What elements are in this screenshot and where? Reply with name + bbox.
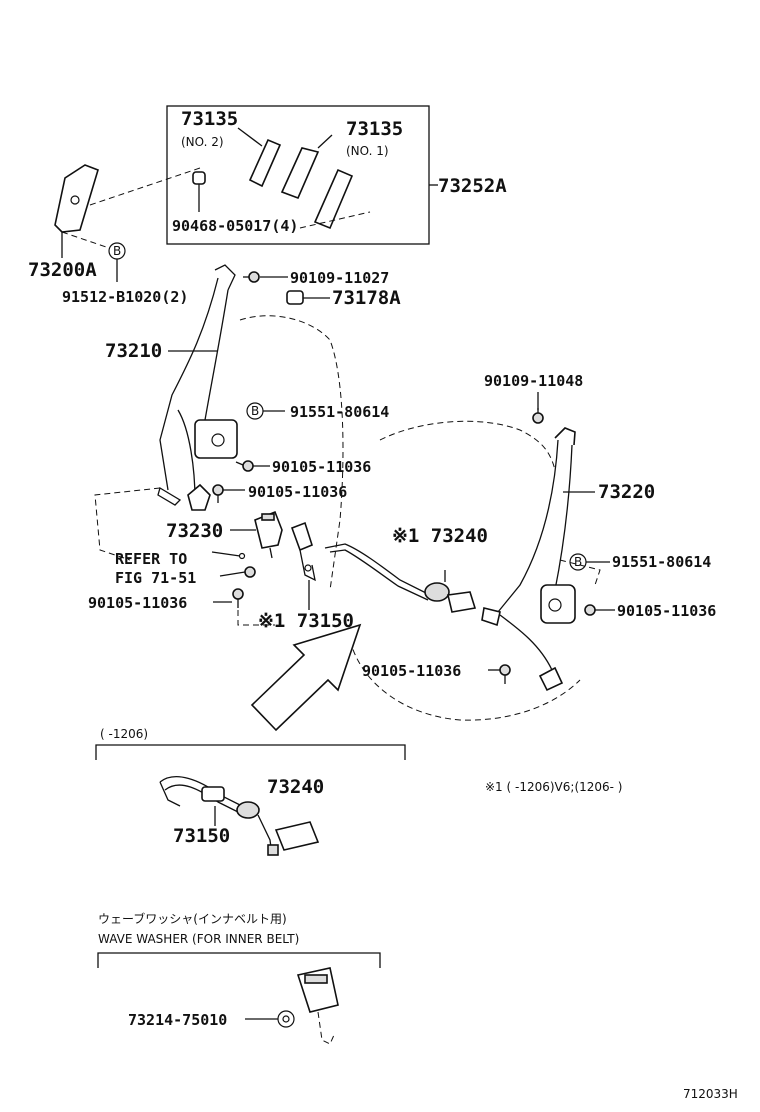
label-90105-e: 90105-11036: [362, 662, 461, 680]
kit-box: [166, 105, 430, 245]
label-91551-a: 91551-80614: [290, 403, 389, 421]
label-90105-c: 90105-11036: [88, 594, 187, 612]
trim-cover-no1: [280, 147, 354, 230]
inner-buckle-73150: [290, 521, 316, 582]
bolt-a: [235, 460, 254, 472]
label-wave-jp: ウェーブワッシャ(インナベルト用): [98, 911, 287, 926]
svg-text:B: B: [251, 404, 259, 418]
label-73200a: 73200A: [28, 259, 97, 281]
bolt-c: [232, 588, 244, 608]
label-90109-11027: 90109-11027: [290, 269, 389, 287]
label-91512: 91512-B1020(2): [62, 288, 188, 306]
label-90105-b: 90105-11036: [248, 483, 347, 501]
label-no2: (NO. 2): [181, 135, 224, 149]
belt-73210: [157, 264, 238, 511]
label-90105-a: 90105-11036: [272, 458, 371, 476]
label-range: ( -1206): [100, 727, 148, 741]
label-73210: 73210: [105, 340, 162, 362]
label-73135-no2: 73135: [181, 108, 238, 130]
diagram-id: 712033H: [683, 1087, 738, 1101]
svg-text:B: B: [113, 244, 121, 258]
label-note-1: ※1 ( -1206)V6;(1206- ): [485, 780, 622, 794]
label-73135-no1: 73135: [346, 118, 403, 140]
label-no1: (NO. 1): [346, 144, 389, 158]
clip: [192, 171, 206, 185]
bolt-90109-11048: [532, 408, 544, 424]
cover-73178a: [286, 290, 304, 305]
label-91551-b: 91551-80614: [612, 553, 711, 571]
sub-center-belt: [159, 776, 320, 856]
svg-text:B: B: [574, 555, 582, 569]
b-marker-1: B: [108, 242, 126, 260]
buckle-73230: [254, 510, 283, 559]
front-arrow: [250, 623, 362, 732]
label-90105-d: 90105-11036: [617, 602, 716, 620]
label-73230: 73230: [166, 520, 223, 542]
label-sub-73150: 73150: [173, 825, 230, 847]
anchor-bracket-73200a: [54, 164, 99, 233]
bolt-e: [499, 664, 511, 684]
label-sub-73240: 73240: [267, 776, 324, 798]
center-belt-73240: [324, 543, 477, 613]
label-fig: FIG 71-51: [115, 569, 196, 587]
label-73240: ※1 73240: [392, 525, 488, 547]
label-73252a: 73252A: [438, 175, 507, 197]
b-marker-3: B: [569, 553, 587, 571]
b-marker-2: B: [246, 402, 264, 420]
label-90468: 90468-05017(4): [172, 217, 298, 235]
bolt-d: [584, 604, 596, 616]
label-refer-to: REFER TO: [115, 550, 187, 568]
sub-inner-buckle: [277, 967, 339, 1045]
bolt-90109-11027: [243, 271, 260, 283]
seat-outline: [94, 315, 601, 721]
label-wave-en: WAVE WASHER (FOR INNER BELT): [98, 932, 299, 946]
label-90109-11048: 90109-11048: [484, 372, 583, 390]
label-73214: 73214-75010: [128, 1011, 227, 1029]
trim-cover-no2: [248, 138, 282, 188]
bolt-b: [212, 484, 224, 503]
label-73178a: 73178A: [332, 287, 401, 309]
label-73150: ※1 73150: [258, 610, 354, 632]
label-73220: 73220: [598, 481, 655, 503]
belt-73220: [481, 427, 576, 692]
